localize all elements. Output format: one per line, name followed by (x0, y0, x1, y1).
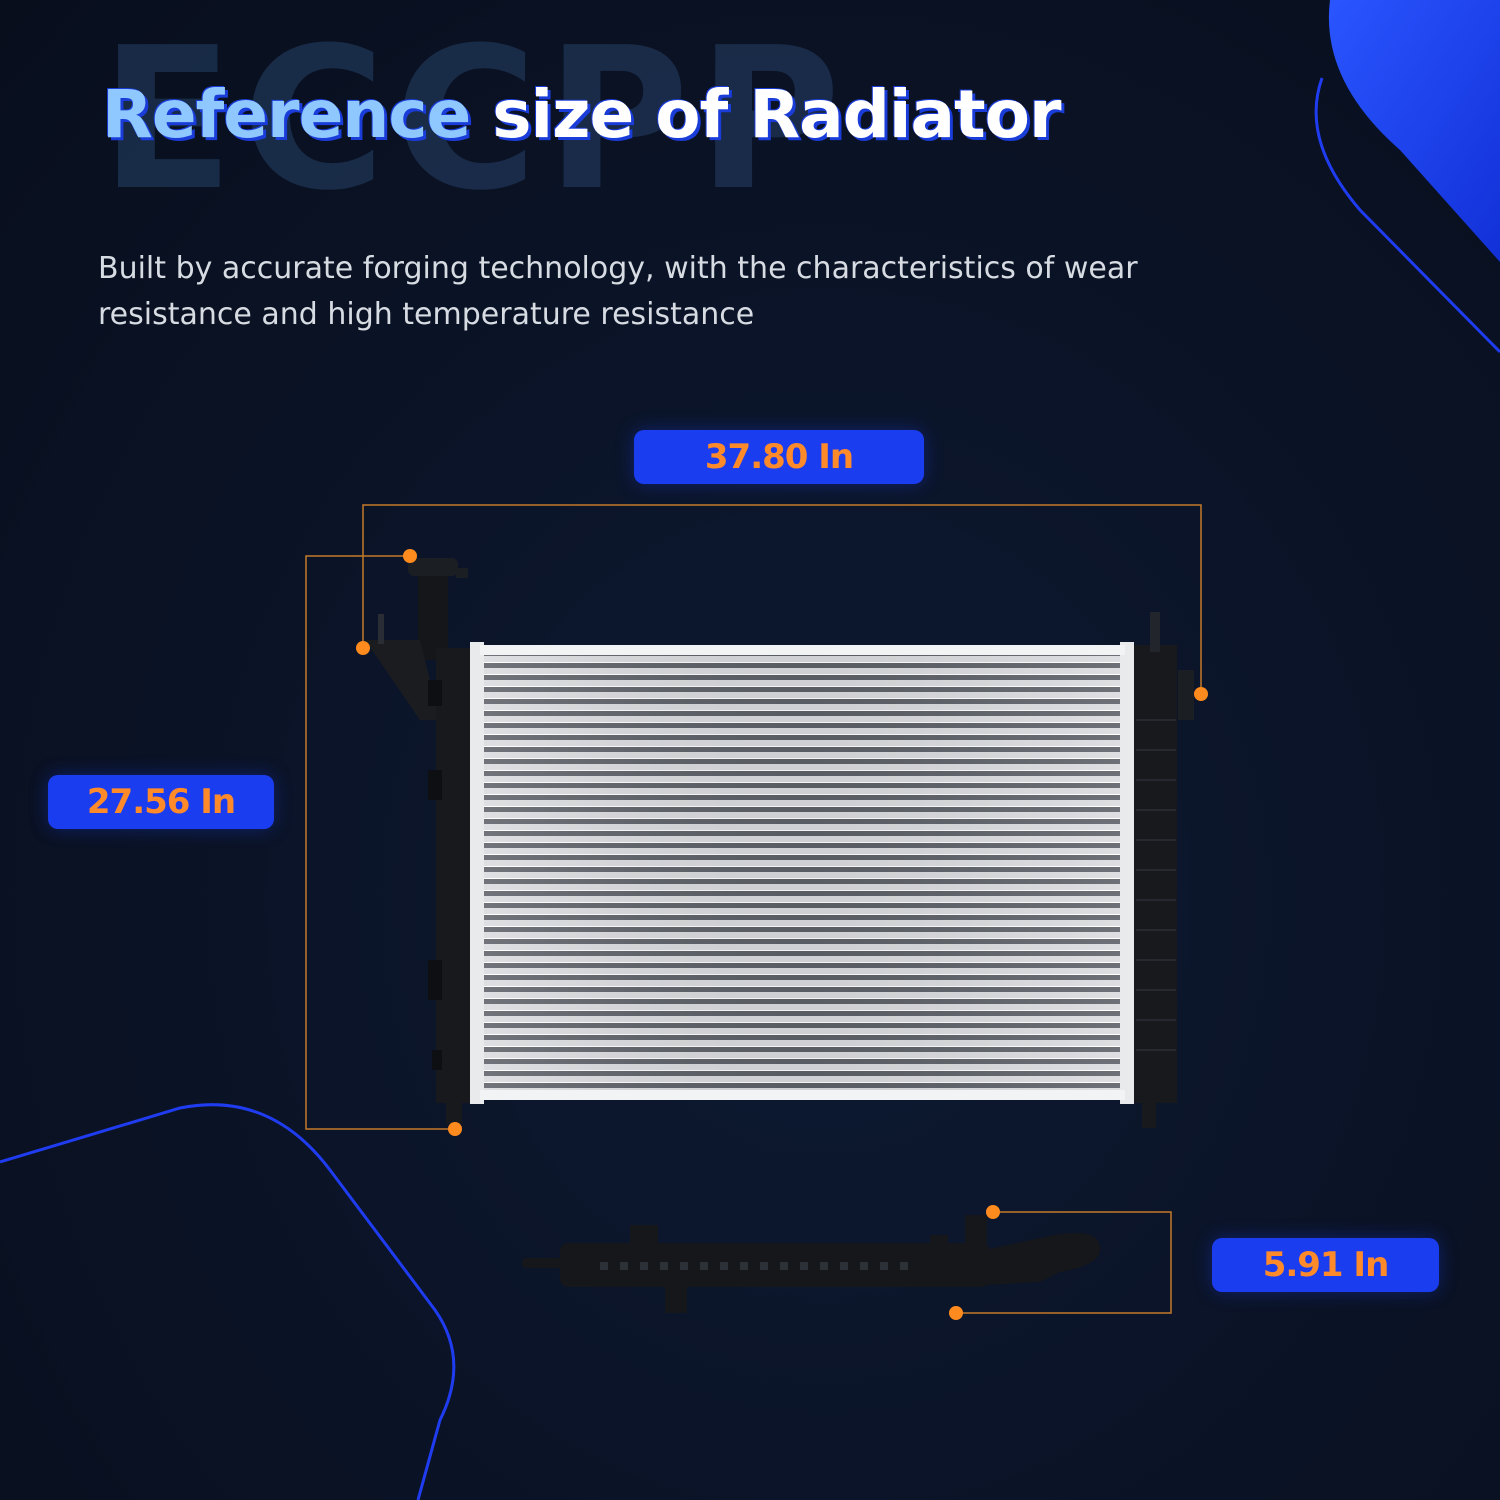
height-marker-top (403, 549, 417, 563)
height-dimension-label: 27.56 In (48, 775, 274, 829)
corner-outline-top-right (1314, 77, 1500, 354)
width-dimension-label: 37.80 In (634, 430, 924, 484)
left-side-plate (470, 642, 484, 1104)
title-accent: Reference (102, 76, 471, 153)
height-guide-line (305, 555, 455, 1130)
left-tank (436, 648, 476, 1103)
side-tank-body (560, 1243, 990, 1287)
depth-marker-top (986, 1205, 1000, 1219)
bottom-rail (480, 1090, 1125, 1100)
right-tank (1133, 645, 1177, 1103)
depth-guide-line (956, 1211, 1172, 1314)
filler-cap (408, 558, 458, 576)
depth-marker-bottom (949, 1306, 963, 1320)
width-marker-left (356, 641, 370, 655)
title-rest: size of Radiator (492, 76, 1061, 153)
left-bracket (365, 640, 440, 720)
corner-outline-bottom-left (0, 1103, 456, 1500)
product-description: Built by accurate forging technology, wi… (98, 251, 1138, 332)
depth-dimension-label: 5.91 In (1212, 1238, 1439, 1292)
width-marker-right (1194, 687, 1208, 701)
corner-shape-top-right (1328, 0, 1500, 262)
brand-watermark: ECCPP (100, 6, 849, 234)
filler-neck (418, 565, 448, 660)
height-marker-bottom (448, 1122, 462, 1136)
top-rail (480, 645, 1125, 655)
width-guide-line (362, 504, 1202, 693)
side-outlet-pipe (985, 1232, 1101, 1285)
right-side-plate (1120, 642, 1134, 1104)
page-title: Reference size of Radiator (102, 82, 1062, 148)
